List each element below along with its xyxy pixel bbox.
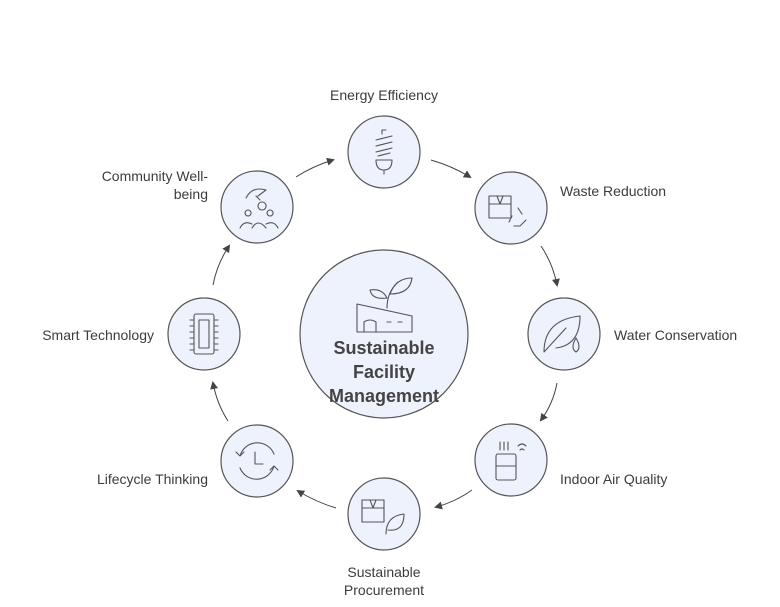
node-energy-efficiency <box>347 115 421 189</box>
label-energy-efficiency: Energy Efficiency <box>330 87 438 103</box>
arrow <box>539 382 558 422</box>
node-community-well-being <box>220 170 294 244</box>
label-lifecycle-thinking: Lifecycle Thinking <box>96 471 208 487</box>
title-line: Sustainable <box>333 338 435 358</box>
factory-sprout-icon <box>356 277 413 333</box>
label-line: Sustainable <box>347 564 421 580</box>
cycle-arrows <box>210 157 560 510</box>
label-line: Community Well- <box>101 168 208 184</box>
node-waste-reduction <box>474 171 548 245</box>
leaf-drop-icon <box>543 315 581 353</box>
arrow <box>296 489 337 509</box>
center-title: Sustainable Facility Management <box>329 336 439 408</box>
box-leaf-icon <box>361 499 405 535</box>
label-smart-technology: Smart Technology <box>42 327 154 343</box>
center-node <box>299 249 469 419</box>
node-lifecycle-thinking <box>220 424 294 498</box>
cycle-clock-icon <box>235 442 279 480</box>
arrow <box>434 489 473 510</box>
title-line: Facility <box>352 362 416 382</box>
arrow <box>540 245 560 287</box>
label-waste-reduction: Waste Reduction <box>560 183 667 199</box>
air-purifier-icon <box>495 441 527 481</box>
node-water-conservation <box>527 297 601 371</box>
label-indoor-air-quality: Indoor Air Quality <box>560 471 668 487</box>
arrow <box>210 381 229 422</box>
label-sustainable-procurement: Sustainable Procurement <box>344 563 424 599</box>
arrow <box>430 159 472 179</box>
label-line: Procurement <box>343 582 425 598</box>
node-indoor-air-quality <box>474 423 548 497</box>
cfl-bulb-icon <box>375 129 393 175</box>
node-smart-technology <box>167 297 241 371</box>
community-hand-icon <box>239 188 279 229</box>
node-sustainable-procurement <box>347 477 421 551</box>
chip-icon <box>189 313 219 355</box>
title-line: Management <box>328 386 440 406</box>
label-community-well-being: Community Well- being <box>102 167 208 203</box>
arrow <box>212 244 231 286</box>
arrow <box>295 157 335 178</box>
box-recycle-icon <box>488 195 527 227</box>
label-line: being <box>173 186 208 202</box>
label-water-conservation: Water Conservation <box>614 327 738 343</box>
